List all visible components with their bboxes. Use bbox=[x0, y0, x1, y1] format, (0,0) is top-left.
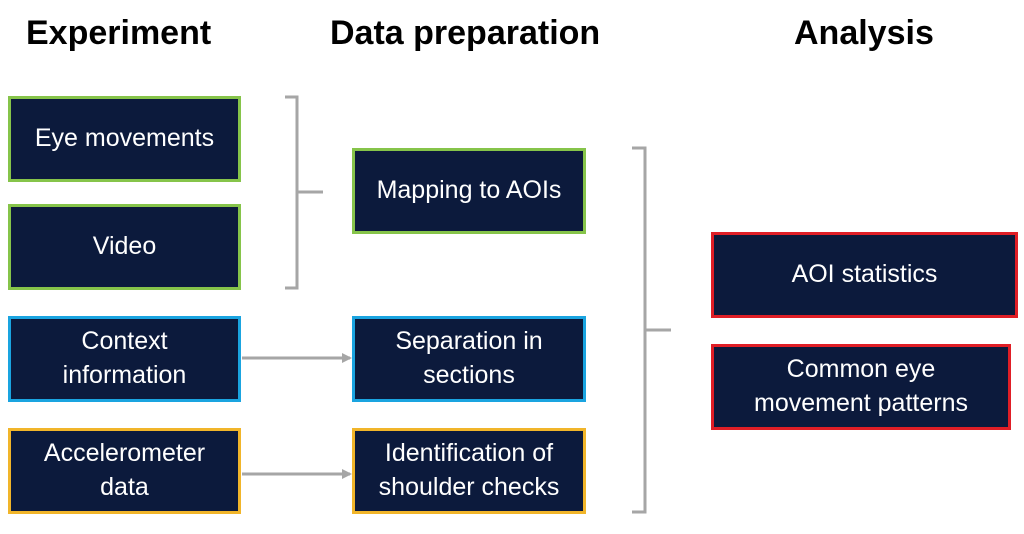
box-identification-of-shoulder-checks: Identification of shoulder checks bbox=[352, 428, 586, 514]
box-separation-in-sections: Separation in sections bbox=[352, 316, 586, 402]
heading-experiment: Experiment bbox=[26, 14, 212, 52]
box-mapping-to-aois: Mapping to AOIs bbox=[352, 148, 586, 234]
box-video: Video bbox=[8, 204, 241, 290]
heading-analysis: Analysis bbox=[794, 14, 934, 52]
box-eye-movements: Eye movements bbox=[8, 96, 241, 182]
box-context-information: Context information bbox=[8, 316, 241, 402]
box-common-eye-movement-patterns: Common eye movement patterns bbox=[711, 344, 1011, 430]
box-aoi-statistics: AOI statistics bbox=[711, 232, 1018, 318]
bracket-preparation bbox=[632, 146, 671, 514]
box-accelerometer-data: Accelerometer data bbox=[8, 428, 241, 514]
heading-data-preparation: Data preparation bbox=[330, 14, 601, 52]
bracket-eye-video bbox=[285, 95, 323, 290]
